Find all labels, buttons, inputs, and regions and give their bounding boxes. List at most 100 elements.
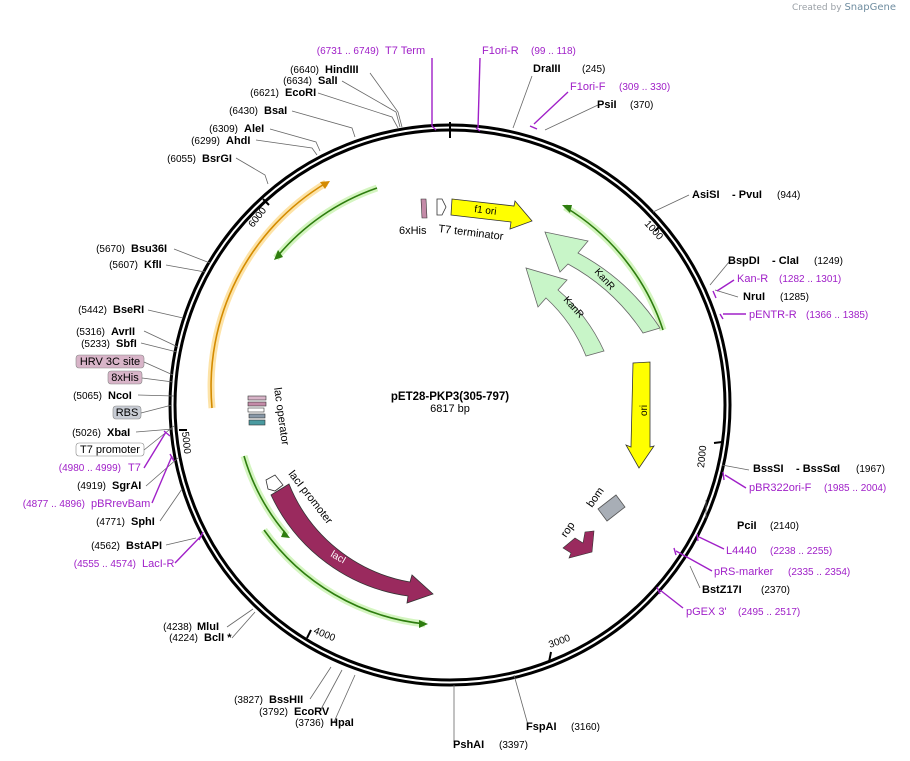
primer-pos-f1ori-r: (99 .. 118) xyxy=(531,46,576,57)
enzyme-ahdi: AhdI xyxy=(226,135,250,147)
enzyme-pos-fspai: (3160) xyxy=(571,722,600,733)
plasmid-length: 6817 bp xyxy=(430,403,470,415)
enzyme-pos-avrii: (5316) xyxy=(76,327,105,338)
enzyme-pvui: PvuI xyxy=(739,189,762,201)
primer-t7: T7 xyxy=(128,462,141,474)
primer-markers xyxy=(143,57,747,609)
primer-pentr-r: pENTR-R xyxy=(749,309,797,321)
enzyme-pos-mlui: (4238) xyxy=(163,622,192,633)
kanr-arrow-outer xyxy=(544,231,661,334)
enzyme-bsssi-alt: - BssSαI xyxy=(796,463,840,475)
enzyme-hindiii: HindIII xyxy=(325,64,359,76)
hrv-3c-site-label: HRV 3C site xyxy=(80,356,140,368)
primer-pos-t7: (4980 .. 4999) xyxy=(59,463,121,474)
enzyme-pos-ahdi: (6299) xyxy=(191,136,220,147)
enzyme-sbfi: SbfI xyxy=(116,338,137,350)
primer-f1ori-f: F1ori-F xyxy=(570,81,606,93)
orf-green-arrowhead-left xyxy=(274,250,283,260)
laci-arrow xyxy=(270,483,434,604)
kanr-arrow-inner xyxy=(525,267,605,357)
enzyme-pos-alei: (6309) xyxy=(209,124,238,135)
bom-box xyxy=(597,494,626,522)
primer-labels: (6731 .. 6749) T7 Term F1ori-R (99 .. 11… xyxy=(23,45,887,618)
tick-label-2000: 2000 xyxy=(696,445,709,469)
primer-pos-pentr-r: (1366 .. 1385) xyxy=(806,310,868,321)
primer-pbr322ori-f: pBR322ori-F xyxy=(749,482,812,494)
rop-arrow xyxy=(562,530,595,559)
primer-pos-pgex-3: (2495 .. 2517) xyxy=(738,607,800,618)
his6-label: 6xHis xyxy=(399,225,427,237)
enzyme-clai: ClaI xyxy=(779,255,799,267)
enzyme-ecorv: EcoRV xyxy=(294,706,330,718)
t7-promoter-label: T7 promoter xyxy=(80,444,140,456)
his8-label: 8xHis xyxy=(111,372,139,384)
primer-laci-r: LacI-R xyxy=(142,558,174,570)
primer-pbrrevbam: pBRrevBam xyxy=(91,498,150,510)
f1-ori-arrow xyxy=(450,198,533,230)
primer-pos-t7-term: (6731 .. 6749) xyxy=(317,46,379,57)
enzyme-nrui: NruI xyxy=(743,291,765,303)
primer-pos-kan-r: (1282 .. 1301) xyxy=(779,274,841,285)
enzyme-bseri: BseRI xyxy=(113,304,144,316)
leader-lines xyxy=(135,72,750,742)
enzyme-pos-bspdi: (1249) xyxy=(814,256,843,267)
enzyme-sali: SalI xyxy=(318,75,338,87)
primer-pos-pbrrevbam: (4877 .. 4896) xyxy=(23,499,85,510)
enzyme-asisi-alt: - PvuI xyxy=(732,189,762,201)
enzyme-bstapi: BstAPI xyxy=(126,540,162,552)
enzyme-xbai: XbaI xyxy=(107,427,130,439)
boxed-feature-labels: HRV 3C site 8xHis RBS T7 promoter xyxy=(75,354,145,457)
orf-green-arrowhead-bottom1 xyxy=(281,530,290,538)
feature-arrows xyxy=(247,198,661,604)
enzyme-pos-bstapi: (4562) xyxy=(91,541,120,552)
plasmid-backbone xyxy=(168,122,732,687)
enzyme-pos-sphi: (4771) xyxy=(96,517,125,528)
orf-green-arrowhead-bottom2 xyxy=(419,620,428,628)
enzyme-sphi: SphI xyxy=(131,516,155,528)
enzyme-bstz17i: BstZ17I xyxy=(702,584,742,596)
primer-f1ori-r: F1ori-R xyxy=(482,45,519,57)
enzyme-pos-bseri: (5442) xyxy=(78,305,107,316)
t7-terminator-label: T7 terminator xyxy=(438,223,505,243)
rop-label: rop xyxy=(559,520,578,540)
enzyme-pos-pshai: (3397) xyxy=(499,740,528,751)
enzyme-pshai: PshAI xyxy=(453,739,484,751)
snapgene-credit: Created by SnapGene xyxy=(792,2,896,13)
enzyme-sgrai: SgrAI xyxy=(112,480,141,492)
primer-pos-pbr322ori-f: (1985 .. 2004) xyxy=(824,483,886,494)
enzyme-alei: AleI xyxy=(244,123,264,135)
orf-arcs xyxy=(207,180,667,628)
enzyme-fspai: FspAI xyxy=(526,721,557,733)
primer-pos-prs-marker: (2335 .. 2354) xyxy=(788,567,850,578)
primer-l4440: L4440 xyxy=(726,545,757,557)
enzyme-pcii: PciI xyxy=(737,520,757,532)
orf-green-arrowhead-right xyxy=(562,205,572,213)
enzyme-pos-nrui: (1285) xyxy=(780,292,809,303)
enzyme-pos-bsu36i: (5670) xyxy=(96,244,125,255)
enzyme-pos-sali: (6634) xyxy=(283,76,312,87)
enzyme-pos-sbfi: (5233) xyxy=(81,339,110,350)
enzyme-bsssi: BssSI xyxy=(753,463,784,475)
enzyme-ncoi: NcoI xyxy=(108,390,132,402)
primer-kan-r: Kan-R xyxy=(737,273,768,285)
enzyme-bsrgi: BsrGI xyxy=(202,153,232,165)
enzyme-bsai: BsaI xyxy=(264,105,287,117)
enzyme-bcli: BclI * xyxy=(204,632,232,644)
orf-orange-arc xyxy=(207,180,328,409)
primer-pos-laci-r: (4555 .. 4574) xyxy=(74,559,136,570)
orf-green-arc-left xyxy=(273,184,379,261)
t7-terminator-arrow xyxy=(436,198,447,216)
enzyme-pos-bsai: (6430) xyxy=(229,106,258,117)
rbs-label: RBS xyxy=(116,407,139,419)
enzyme-pos-psii: (370) xyxy=(630,100,653,111)
enzyme-pos-hindiii: (6640) xyxy=(290,65,319,76)
enzyme-pos-ecori: (6621) xyxy=(250,88,279,99)
enzyme-draiii: DraIII xyxy=(533,63,561,75)
enzyme-pos-ncoi: (5065) xyxy=(73,391,102,402)
enzyme-pos-ecorv: (3792) xyxy=(259,707,288,718)
enzyme-pos-bcli: (4224) xyxy=(169,633,198,644)
enzyme-labels: (6640) HindIII (6634) SalI (6621) EcoRI … xyxy=(72,63,885,751)
lac-operator-label: lac operator xyxy=(271,387,291,447)
enzyme-pos-bsrgi: (6055) xyxy=(167,154,196,165)
enzyme-bsu36i: Bsu36I xyxy=(131,243,167,255)
